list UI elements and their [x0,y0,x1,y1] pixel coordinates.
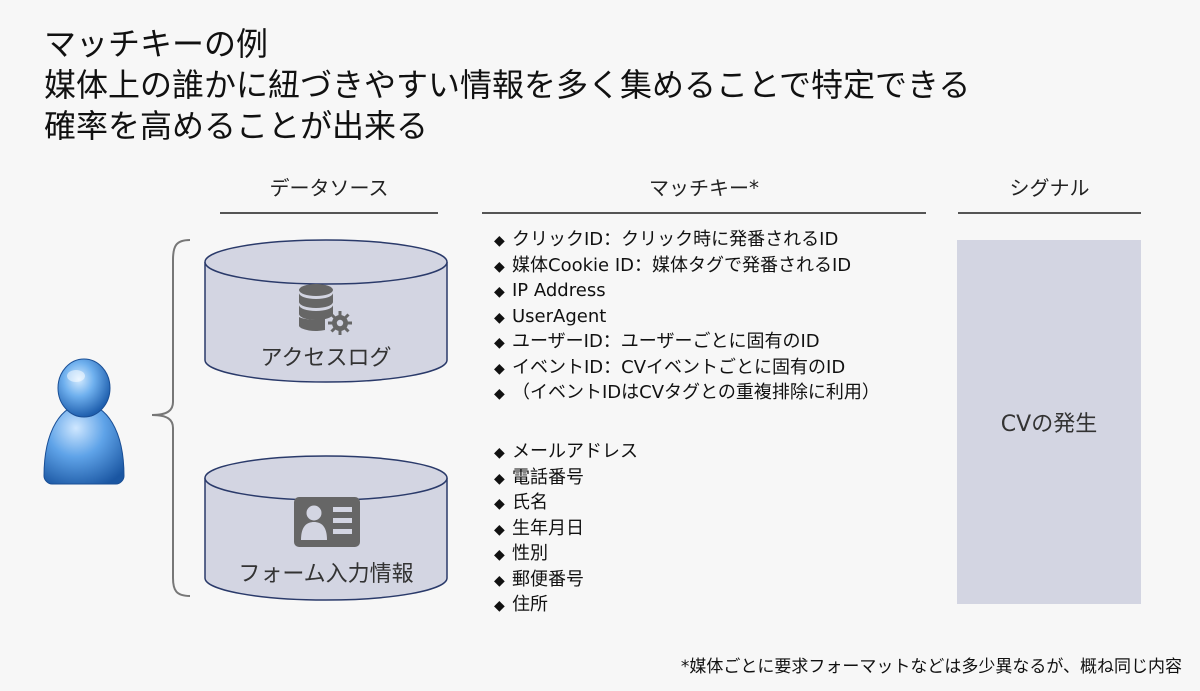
form-key-list: ◆メールアドレス ◆電話番号 ◆氏名 ◆生年月日 ◆性別 ◆郵便番号 ◆住所 [494,440,638,619]
list-item: ◆クリックID：クリック時に発番されるID [494,228,880,254]
list-item: ◆IP Address [494,279,880,305]
column-rule-match-key [482,212,926,214]
data-source-label-form-input: フォーム入力情報 [238,562,414,587]
bullet-diamond-icon: ◆ [494,258,505,275]
bullet-diamond-icon: ◆ [494,360,505,377]
column-header-match-key: マッチキー* [649,176,759,200]
bullet-diamond-icon: ◆ [494,521,505,538]
user-icon [43,358,125,485]
list-item: ◆電話番号 [494,466,638,492]
bullet-diamond-icon: ◆ [494,335,505,351]
footnote: *媒体ごとに要求フォーマットなどは多少異なるが、概ね同じ内容 [680,657,1182,677]
list-item: ◆郵便番号 [494,568,638,594]
bullet-diamond-icon: ◆ [494,470,505,487]
database-gear-icon [299,284,352,335]
list-item: ◆媒体Cookie ID：媒体タグで発番されるID [494,254,880,280]
list-item: ◆イベントID：CVイベントごとに固有のID [494,356,880,382]
data-source-label-access-log: アクセスログ [260,346,392,371]
title-line-2: 媒体上の誰かに紐づきやすい情報を多く集めることで特定できる [44,66,971,104]
bracket [151,239,191,597]
list-item: ◆住所 [494,593,638,619]
title-line-3: 確率を高めることが出来る [44,107,429,145]
signal-box: CVの発生 [957,240,1141,604]
bullet-diamond-icon: ◆ [494,284,505,300]
list-item: ◆性別 [494,542,638,568]
bullet-diamond-icon: ◆ [494,496,505,512]
bullet-diamond-icon: ◆ [494,309,505,326]
column-rule-signal [958,212,1141,214]
column-header-data-source: データソース [269,176,389,200]
list-item: ◆生年月日 [494,517,638,543]
bullet-diamond-icon: ◆ [494,547,505,563]
column-header-signal: シグナル [1009,176,1090,200]
bullet-diamond-icon: ◆ [494,445,505,461]
access-log-key-list: ◆クリックID：クリック時に発番されるID ◆媒体Cookie ID：媒体タグで… [494,228,880,407]
bullet-diamond-icon: ◆ [494,386,505,402]
cylinder-access-log [204,239,448,383]
title-line-1: マッチキーの例 [44,25,269,63]
list-item: ◆（イベントIDはCVタグとの重複排除に利用） [494,381,880,407]
list-item: ◆UserAgent [494,305,880,331]
list-item: ◆氏名 [494,491,638,517]
bullet-diamond-icon: ◆ [494,598,505,614]
list-item: ◆ユーザーID：ユーザーごとに固有のID [494,330,880,356]
list-item: ◆メールアドレス [494,440,638,466]
slide-title: マッチキーの例 媒体上の誰かに紐づきやすい情報を多く集めることで特定できる 確率… [44,24,970,147]
bullet-diamond-icon: ◆ [494,572,505,589]
bullet-diamond-icon: ◆ [494,233,505,249]
id-card-icon [294,497,360,547]
signal-label: CVの発生 [1000,412,1098,437]
column-rule-data-source [220,212,438,214]
